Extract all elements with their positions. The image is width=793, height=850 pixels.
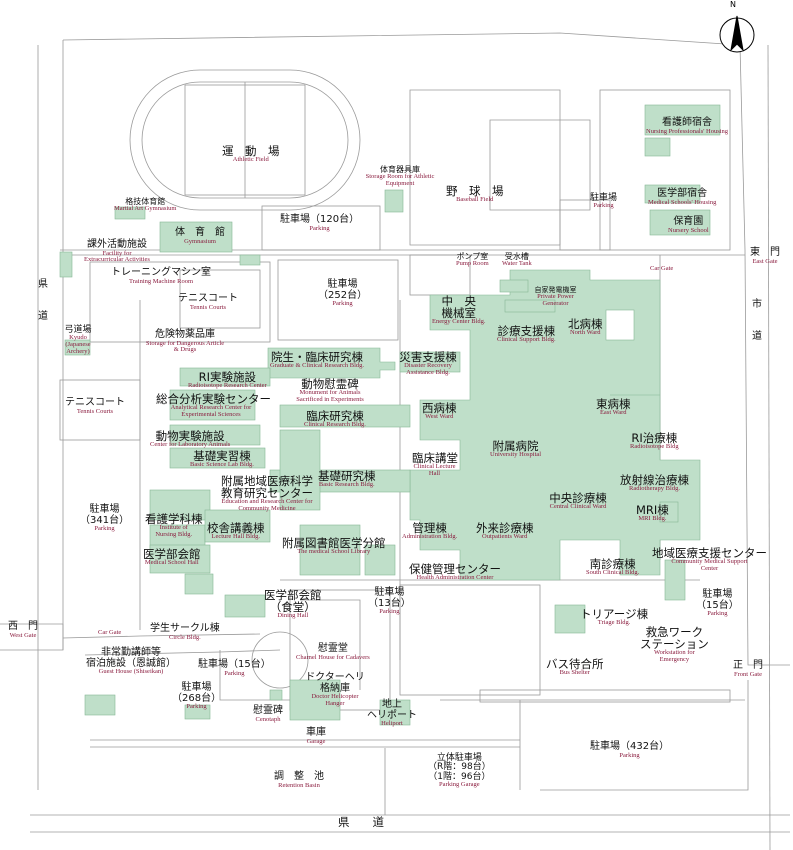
label-parking-268: 駐車場 （268台）Parking (172, 682, 222, 710)
label-city-road: 市 道 (752, 299, 762, 342)
label-prefectural-road-south: 県 道 (338, 815, 384, 829)
label-parking-15-east: 駐車場 （15台）Parking (696, 589, 739, 617)
label-parking-garage: 立体駐車場 （R階：98台） （1階：96台）Parking Garage (428, 753, 491, 789)
label-guest-house: 非常勤講師等 宿泊施設（恩誠館）Guest House (Shiseikan) (86, 647, 176, 675)
north-label: N (730, 0, 736, 9)
label-car-gate-east: Car Gate (650, 265, 674, 272)
label-parking-341: 駐車場 （341台）Parking (80, 504, 130, 532)
north-arrow (719, 15, 755, 53)
label-car-gate-west: Car Gate (98, 629, 122, 636)
label-parking-15-west: 駐車場（15台）Parking (198, 659, 271, 677)
label-parking-252: 駐車場 （252台）Parking (318, 279, 368, 307)
label-parking-13: 駐車場 （13台）Parking (368, 587, 411, 615)
label-dining-hall: 医学部会館 （食堂）Dining Hall (264, 588, 322, 620)
label-prefectural-road-west: 県 道 (38, 279, 48, 322)
label-parking-432: 駐車場（432台）Parking (590, 741, 670, 759)
label-parking-120: 駐車場（120台）Parking (280, 214, 360, 232)
